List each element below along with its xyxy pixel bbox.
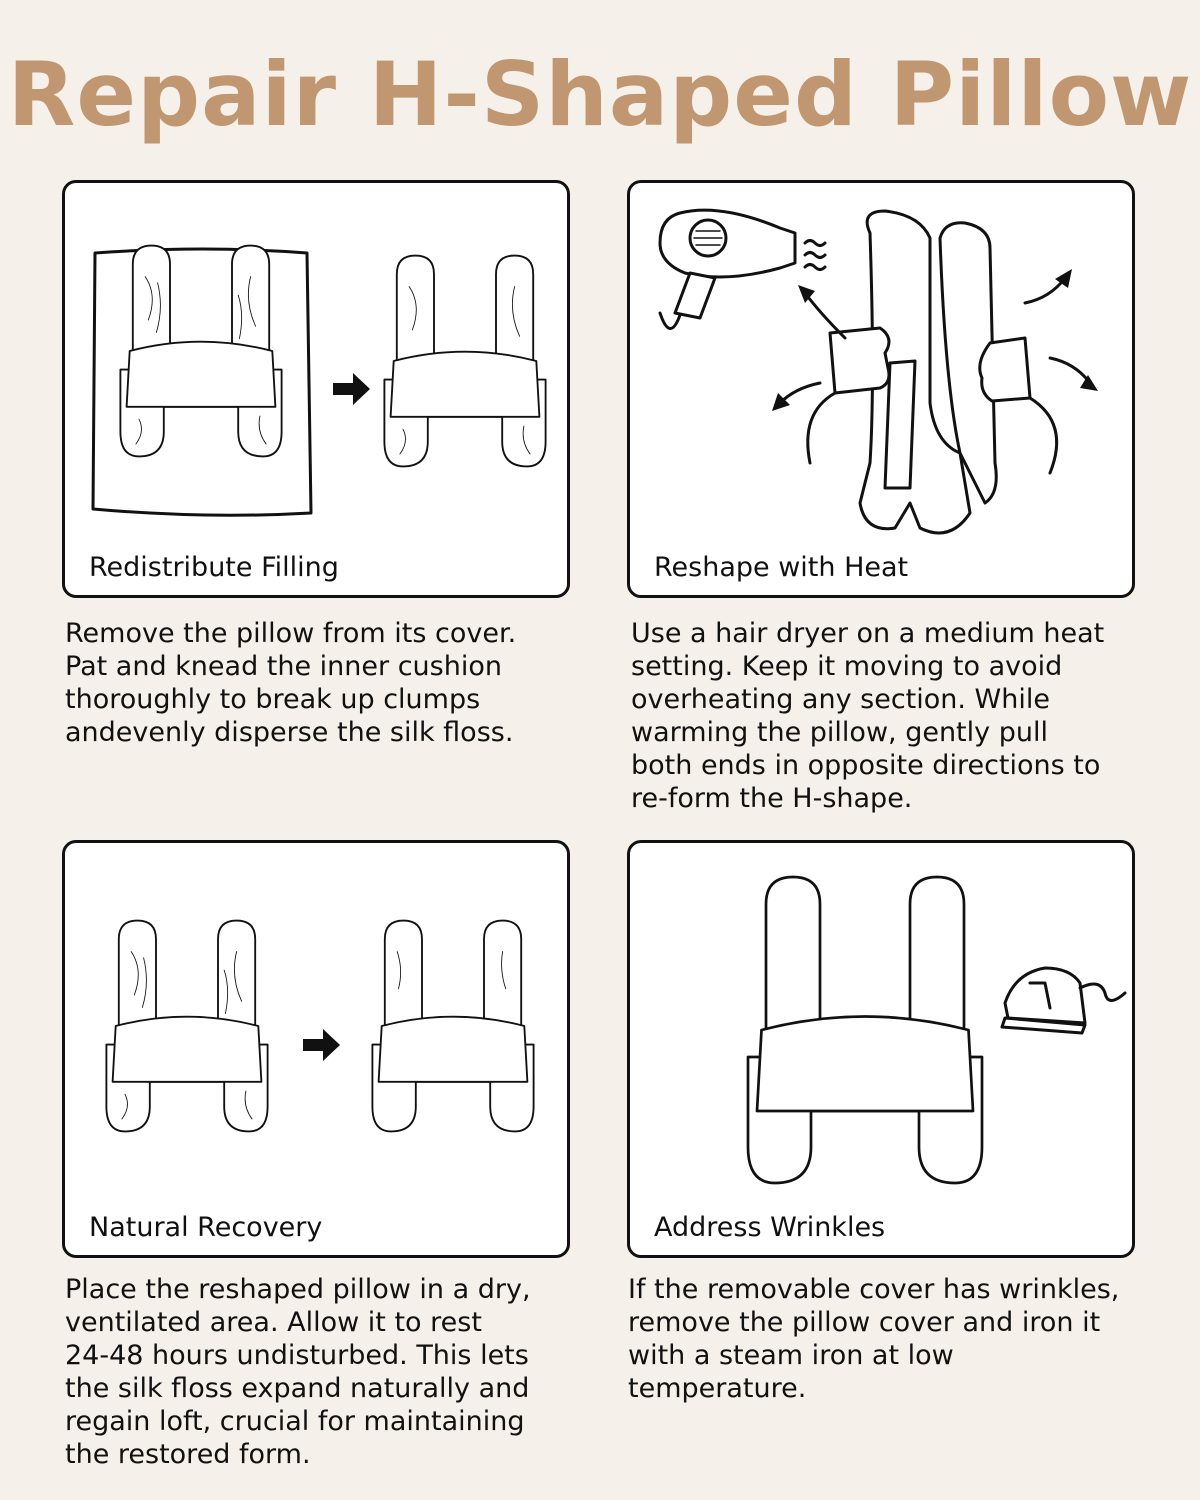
description-line: regain loft, crucial for maintaining: [65, 1406, 525, 1437]
step-card-redistribute-filling: Redistribute Filling: [62, 180, 570, 598]
description-line: remove the pillow cover and iron it: [628, 1307, 1101, 1338]
description-line: Pat and knead the inner cushion: [65, 651, 502, 682]
step-label: Address Wrinkles: [654, 1212, 886, 1243]
smooth-pillow-icon: [371, 919, 535, 1133]
description-line: the restored form.: [65, 1439, 311, 1470]
step-description-redistribute-filling: Remove the pillow from its cover. Pat an…: [65, 617, 585, 749]
curved-arrow-icon: [772, 269, 1098, 411]
description-line: temperature.: [628, 1373, 807, 1404]
description-line: ventilated area. Allow it to rest: [65, 1307, 482, 1338]
hands-pulling-pillow-icon: [806, 209, 1059, 535]
description-line: Use a hair dryer on a medium heat: [631, 618, 1105, 649]
wrinkled-pillow-icon: [105, 919, 269, 1133]
description-line: Place the reshaped pillow in a dry,: [65, 1274, 531, 1305]
h-pillow-icon: [746, 875, 984, 1185]
description-line: re-form the H-shape.: [631, 783, 913, 814]
step-card-address-wrinkles: Address Wrinkles: [627, 840, 1135, 1258]
description-line: both ends in opposite directions to: [631, 750, 1101, 781]
step-label: Redistribute Filling: [89, 552, 339, 583]
description-line: 24-48 hours undisturbed. This lets: [65, 1340, 529, 1371]
steam-iron-icon: [1000, 966, 1127, 1035]
description-line: overheating any section. While: [631, 684, 1050, 715]
pillow-in-cover-icon: [91, 244, 313, 517]
step-description-natural-recovery: Place the reshaped pillow in a dry, vent…: [65, 1273, 585, 1471]
reshape-illustration: [658, 208, 1098, 535]
recovery-illustration: [105, 919, 535, 1133]
h-pillow-icon: [383, 254, 547, 468]
description-line: warming the pillow, gently pull: [631, 717, 1048, 748]
description-line: with a steam iron at low: [628, 1340, 954, 1371]
arrow-right-icon: [303, 1029, 340, 1061]
hair-dryer-icon: [658, 208, 827, 330]
description-line: the silk floss expand naturally and: [65, 1373, 530, 1404]
arrow-right-icon: [333, 373, 370, 405]
description-line: If the removable cover has wrinkles,: [628, 1274, 1120, 1305]
step-label: Natural Recovery: [89, 1212, 323, 1243]
step-card-natural-recovery: Natural Recovery: [62, 840, 570, 1258]
description-line: setting. Keep it moving to avoid: [631, 651, 1063, 682]
step-label: Reshape with Heat: [654, 552, 909, 583]
step-card-reshape-with-heat: Reshape with Heat: [627, 180, 1135, 598]
page-title: Repair H-Shaped Pillow: [7, 43, 1193, 146]
wrinkles-illustration: [746, 875, 1127, 1185]
description-line: Remove the pillow from its cover.: [65, 618, 517, 649]
description-line: andevenly disperse the silk floss.: [65, 717, 514, 748]
description-line: thoroughly to break up clumps: [65, 684, 481, 715]
step-description-reshape-with-heat: Use a hair dryer on a medium heat settin…: [631, 617, 1151, 815]
step-description-address-wrinkles: If the removable cover has wrinkles, rem…: [628, 1273, 1148, 1405]
redistribute-illustration: [91, 244, 547, 517]
